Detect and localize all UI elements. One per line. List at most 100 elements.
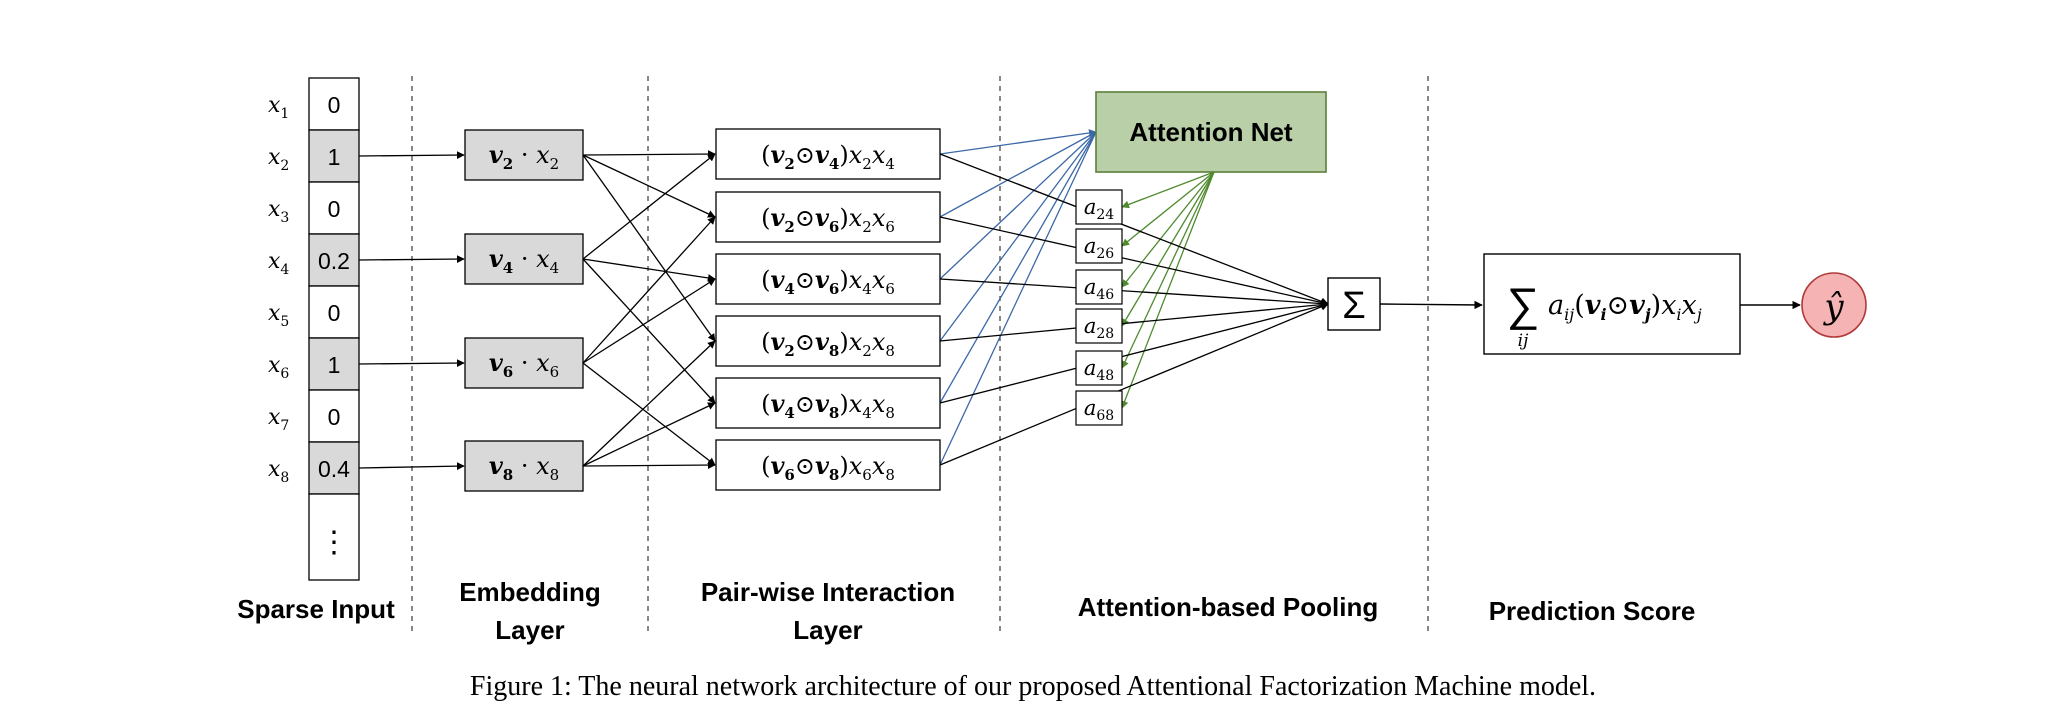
input-cell: 0.2 <box>308 233 360 287</box>
embedding-label: v2 · x2 <box>489 140 559 173</box>
interaction-label: (v6⊙v8)x6x8 <box>761 451 895 484</box>
input-cell: 0 <box>308 181 360 235</box>
embedding-edge <box>582 258 716 282</box>
input-feature-label: x1 <box>268 93 289 122</box>
input-cell: 1 <box>308 129 360 183</box>
embedding-box: v6 · x6 <box>464 337 584 389</box>
interaction-label: (v4⊙v8)x4x8 <box>761 389 895 422</box>
attention-weight-edge <box>1120 171 1215 409</box>
input-edge <box>358 359 465 367</box>
attention-weight-box: a48 <box>1075 350 1123 386</box>
pooling-edge <box>939 303 1329 466</box>
input-cell: 0 <box>308 77 360 131</box>
attention-net-label: Attention Net <box>1129 117 1293 147</box>
prediction-expression: aij(vi⊙vj)xixj <box>1548 290 1702 324</box>
input-ellipsis: ⋮ <box>319 526 349 559</box>
interaction-box: (v4⊙v6)x4x6 <box>715 253 941 305</box>
pooling-edge <box>939 301 1329 404</box>
interaction-box: (v2⊙v4)x2x4 <box>715 128 941 180</box>
interaction-box: (v6⊙v8)x6x8 <box>715 439 941 491</box>
attention-weight-edge <box>1121 171 1215 369</box>
prediction-formula-box: ∑ ij aij(vi⊙vj)xixj <box>1483 253 1741 355</box>
interaction-label: (v2⊙v8)x2x8 <box>761 327 895 360</box>
embedding-edge <box>582 362 716 466</box>
input-feature-label: x8 <box>268 457 289 486</box>
pooling-edge <box>939 300 1329 342</box>
output-symbol: ŷ <box>1822 287 1844 327</box>
attention-input-edge <box>939 129 1097 155</box>
layer-separators <box>411 76 1429 632</box>
embedding-edge <box>582 216 716 364</box>
embedding-box: v2 · x2 <box>464 129 584 181</box>
interaction-box: (v2⊙v8)x2x8 <box>715 315 941 367</box>
attention-weight-box: a24 <box>1075 189 1123 225</box>
attention-weight-box: a46 <box>1075 269 1123 305</box>
output-node: ŷ <box>1801 272 1867 338</box>
embedding-edge <box>582 340 716 467</box>
pooling-edge <box>939 216 1329 307</box>
attention-weight-label: a24 <box>1084 195 1114 223</box>
input-feature-label: x4 <box>268 249 289 278</box>
embedding-edge <box>582 154 716 342</box>
input-feature-label: x3 <box>268 197 289 226</box>
input-edge <box>358 462 465 471</box>
label-sparse-input: Sparse Input <box>237 594 395 624</box>
summation-subscript: ij <box>1518 331 1529 351</box>
attention-weight-label: a46 <box>1084 275 1114 303</box>
embedding-label: v4 · x4 <box>489 244 559 277</box>
input-feature-label: x2 <box>268 145 289 174</box>
embedding-edge <box>582 258 716 404</box>
attention-weight-label: a48 <box>1084 356 1114 384</box>
embedding-box: v4 · x4 <box>464 233 584 285</box>
input-feature-label: x5 <box>268 301 289 330</box>
sum-node: Σ <box>1327 277 1381 331</box>
figure-caption: Figure 1: The neural network architectur… <box>470 671 1596 702</box>
interaction-box: (v4⊙v8)x4x8 <box>715 377 941 429</box>
interaction-label: (v4⊙v6)x4x6 <box>761 265 895 298</box>
embedding-label: v6 · x6 <box>489 348 559 381</box>
interaction-label: (v2⊙v4)x2x4 <box>761 140 895 173</box>
label-embedding-2: Layer <box>495 615 564 645</box>
label-interaction-1: Pair-wise Interaction <box>701 577 955 607</box>
input-cell-value: 0 <box>328 92 341 118</box>
interaction-label: (v2⊙v6)x2x6 <box>761 203 895 236</box>
input-cell-value: 0 <box>328 404 341 430</box>
summation-symbol: ∑ <box>1507 278 1540 330</box>
sum-to-prediction-edge <box>1379 300 1483 310</box>
attention-weight-label: a26 <box>1084 234 1114 262</box>
attention-input-edge <box>939 131 1097 404</box>
attention-weight-edge <box>1121 171 1215 288</box>
input-edge <box>358 151 465 159</box>
input-feature-label: x7 <box>268 405 289 434</box>
input-feature-labels: x1 x2 x3 x4 x5 x6 x7 x8 <box>268 93 289 486</box>
embedding-edge <box>582 461 716 469</box>
input-cell-value: 0.2 <box>318 248 350 274</box>
input-cell-value: 0 <box>328 196 341 222</box>
attention-input-edge <box>939 131 1097 466</box>
input-cell-value: 1 <box>328 144 341 170</box>
label-attention-pooling: Attention-based Pooling <box>1078 592 1378 622</box>
embedding-edge <box>582 150 716 158</box>
sum-symbol: Σ <box>1342 285 1366 327</box>
attention-weight-edge <box>1121 171 1215 247</box>
interaction-to-sum-edges <box>939 153 1329 466</box>
input-feature-label: x6 <box>268 353 289 382</box>
embedding-to-interaction-edges <box>582 150 716 469</box>
attention-net-box: Attention Net <box>1095 91 1327 173</box>
interaction-box: (v2⊙v6)x2x6 <box>715 191 941 243</box>
input-to-embedding-edges <box>358 151 465 471</box>
input-cell: 0 <box>308 389 360 443</box>
embedding-edge <box>582 402 716 467</box>
pooling-edge <box>939 153 1329 306</box>
embedding-edge <box>582 278 716 364</box>
attention-weight-label: a68 <box>1084 396 1114 424</box>
pooling-edge <box>939 278 1329 308</box>
input-cell-value: 0.4 <box>318 456 350 482</box>
input-cell: 1 <box>308 337 360 391</box>
attention-input-edge <box>939 131 1097 218</box>
attention-weight-edge <box>1121 171 1215 209</box>
